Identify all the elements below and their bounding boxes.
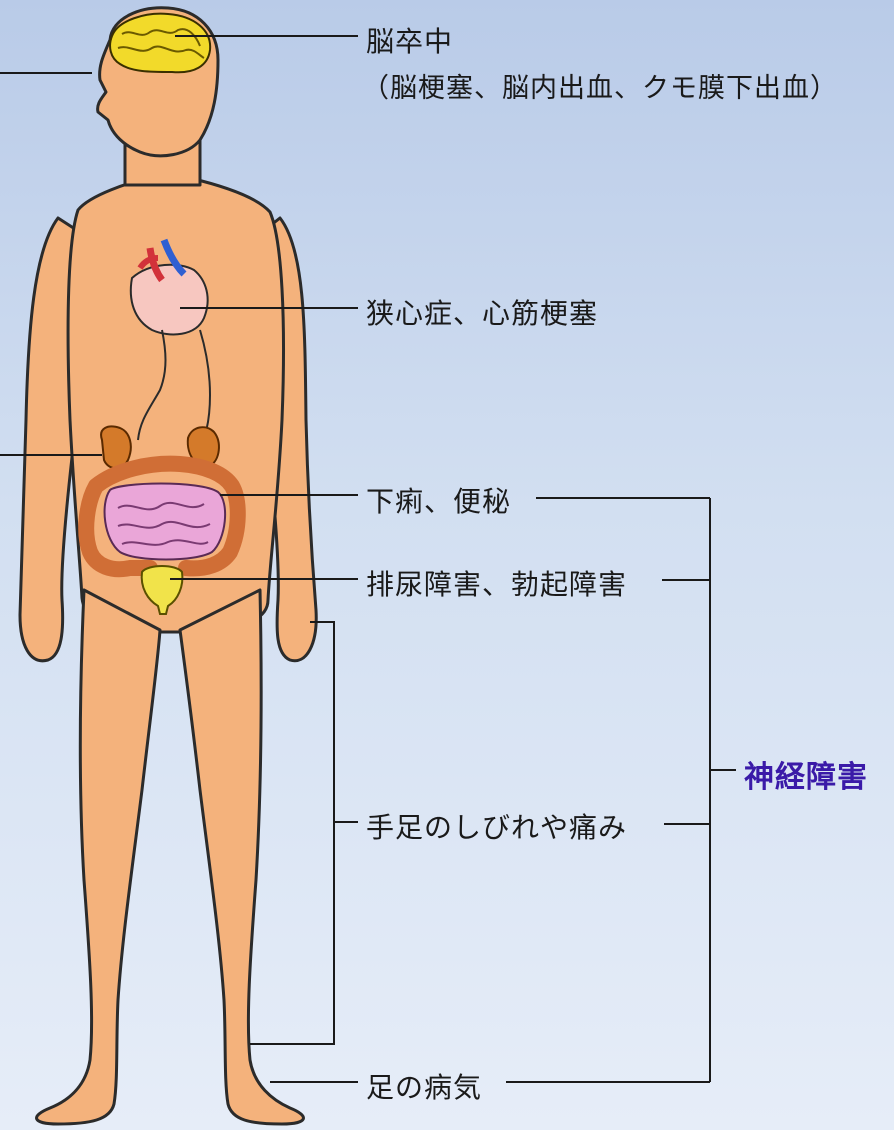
label-stroke: 脳卒中 [366,20,453,60]
label-bladder: 排尿障害、勃起障害 [366,563,627,603]
label-intestine: 下痢、便秘 [366,480,511,520]
label-stroke-detail: （脳梗塞、脳内出血、クモ膜下出血） [362,66,838,105]
right-leg [37,590,160,1124]
small-intestine [105,484,226,560]
label-nerve: 神経障害 [744,752,868,796]
label-limbs: 手足のしびれや痛み [366,806,627,846]
brain-organ [110,14,210,73]
label-foot: 足の病気 [366,1066,482,1106]
label-heart: 狭心症、心筋梗塞 [366,292,598,332]
